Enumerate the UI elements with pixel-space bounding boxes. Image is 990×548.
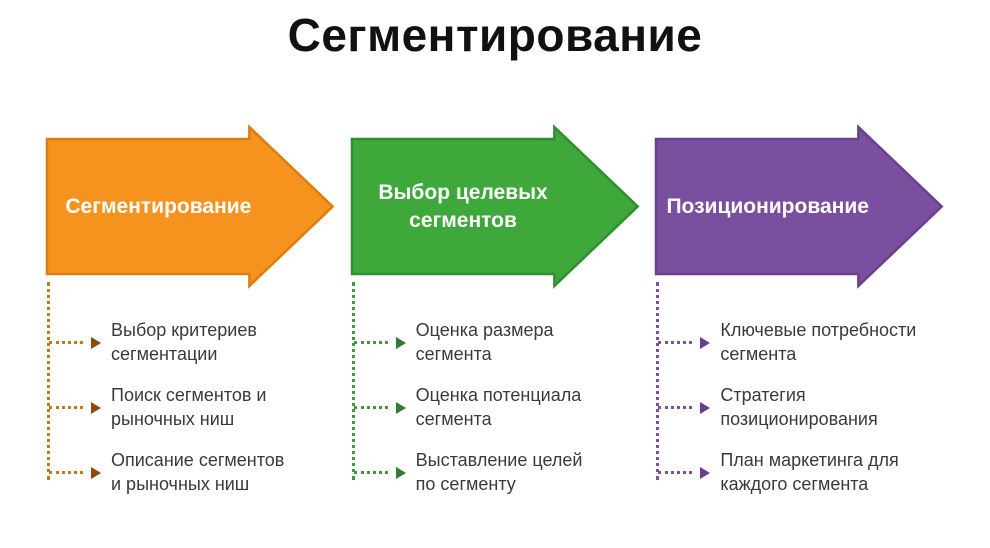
stage-column-positioning: Позиционирование Ключевые потребности се… bbox=[654, 124, 945, 497]
stage-items: Выбор критериев сегментации Поиск сегмен… bbox=[45, 319, 336, 497]
list-item-text: Выбор критериев сегментации bbox=[111, 320, 257, 364]
triangle-bullet-icon bbox=[91, 336, 101, 349]
list-item: Выбор критериев сегментации bbox=[45, 319, 336, 367]
stage-column-segmentation: Сегментирование Выбор критериев сегмента… bbox=[45, 124, 336, 497]
dotted-connector-line bbox=[658, 341, 693, 345]
triangle-bullet-icon bbox=[395, 336, 406, 349]
list-item: План маркетинга для каждого сегмента bbox=[654, 449, 945, 497]
list-item-text: Оценка потенциала сегмента bbox=[415, 384, 582, 429]
stage-arrow-label: Сегментирование bbox=[65, 194, 252, 218]
stage-arrow-positioning: Позиционирование bbox=[654, 124, 945, 289]
dotted-connector-line bbox=[49, 406, 83, 410]
list-item-text: Оценка размера сегмента bbox=[415, 320, 554, 364]
list-item: Поиск сегментов и рыночных ниш bbox=[45, 384, 336, 432]
triangle-bullet-icon bbox=[395, 466, 406, 479]
right-arrow-shape-icon bbox=[350, 124, 640, 289]
triangle-bullet-icon bbox=[91, 401, 101, 414]
stage-arrow-label: Выбор целевых сегментов bbox=[378, 181, 548, 232]
dotted-connector-line bbox=[658, 406, 693, 410]
stage-column-target-segments: Выбор целевых сегментов Оценка размера с… bbox=[350, 124, 641, 497]
list-item: Описание сегментов и рыночных ниш bbox=[45, 449, 336, 497]
list-item: Ключевые потребности сегмента bbox=[654, 319, 945, 367]
list-item: Выставление целей по сегменту bbox=[350, 449, 641, 497]
right-arrow-shape-icon bbox=[655, 124, 944, 289]
dotted-connector-line bbox=[49, 471, 83, 475]
list-item: Оценка размера сегмента bbox=[350, 319, 641, 367]
list-item-text: Стратегия позиционирования bbox=[720, 384, 878, 429]
triangle-bullet-icon bbox=[700, 401, 711, 414]
list-item-text: Выставление целей по сегменту bbox=[415, 449, 583, 494]
triangle-bullet-icon bbox=[700, 466, 711, 479]
triangle-bullet-icon bbox=[91, 466, 101, 479]
dotted-connector-line bbox=[353, 406, 388, 410]
stage-items: Ключевые потребности сегмента Стратегия … bbox=[654, 319, 945, 497]
list-item-text: Описание сегментов и рыночных ниш bbox=[111, 449, 285, 494]
right-arrow-shape-icon bbox=[45, 124, 335, 289]
stage-arrow-segmentation: Сегментирование bbox=[45, 124, 336, 289]
stage-items: Оценка размера сегмента Оценка потенциал… bbox=[350, 319, 641, 497]
list-item: Стратегия позиционирования bbox=[654, 384, 945, 432]
list-item-text: План маркетинга для каждого сегмента bbox=[720, 449, 899, 494]
dotted-vertical-line bbox=[351, 282, 355, 480]
dotted-vertical-line bbox=[47, 282, 50, 480]
dotted-connector-line bbox=[658, 471, 693, 475]
list-item-text: Ключевые потребности сегмента bbox=[720, 320, 917, 364]
triangle-bullet-icon bbox=[395, 401, 406, 414]
stage-arrow-target-segments: Выбор целевых сегментов bbox=[350, 124, 641, 289]
list-item: Оценка потенциала сегмента bbox=[350, 384, 641, 432]
dotted-connector-line bbox=[353, 341, 388, 345]
list-item-text: Поиск сегментов и рыночных ниш bbox=[111, 384, 267, 429]
process-diagram: Сегментирование Выбор критериев сегмента… bbox=[0, 124, 990, 497]
dotted-vertical-line bbox=[656, 282, 660, 480]
stage-arrow-label: Позиционирование bbox=[666, 194, 869, 218]
dotted-connector-line bbox=[49, 341, 83, 345]
dotted-connector-line bbox=[353, 471, 388, 475]
page-title: Сегментирование bbox=[287, 9, 703, 61]
triangle-bullet-icon bbox=[700, 336, 711, 349]
